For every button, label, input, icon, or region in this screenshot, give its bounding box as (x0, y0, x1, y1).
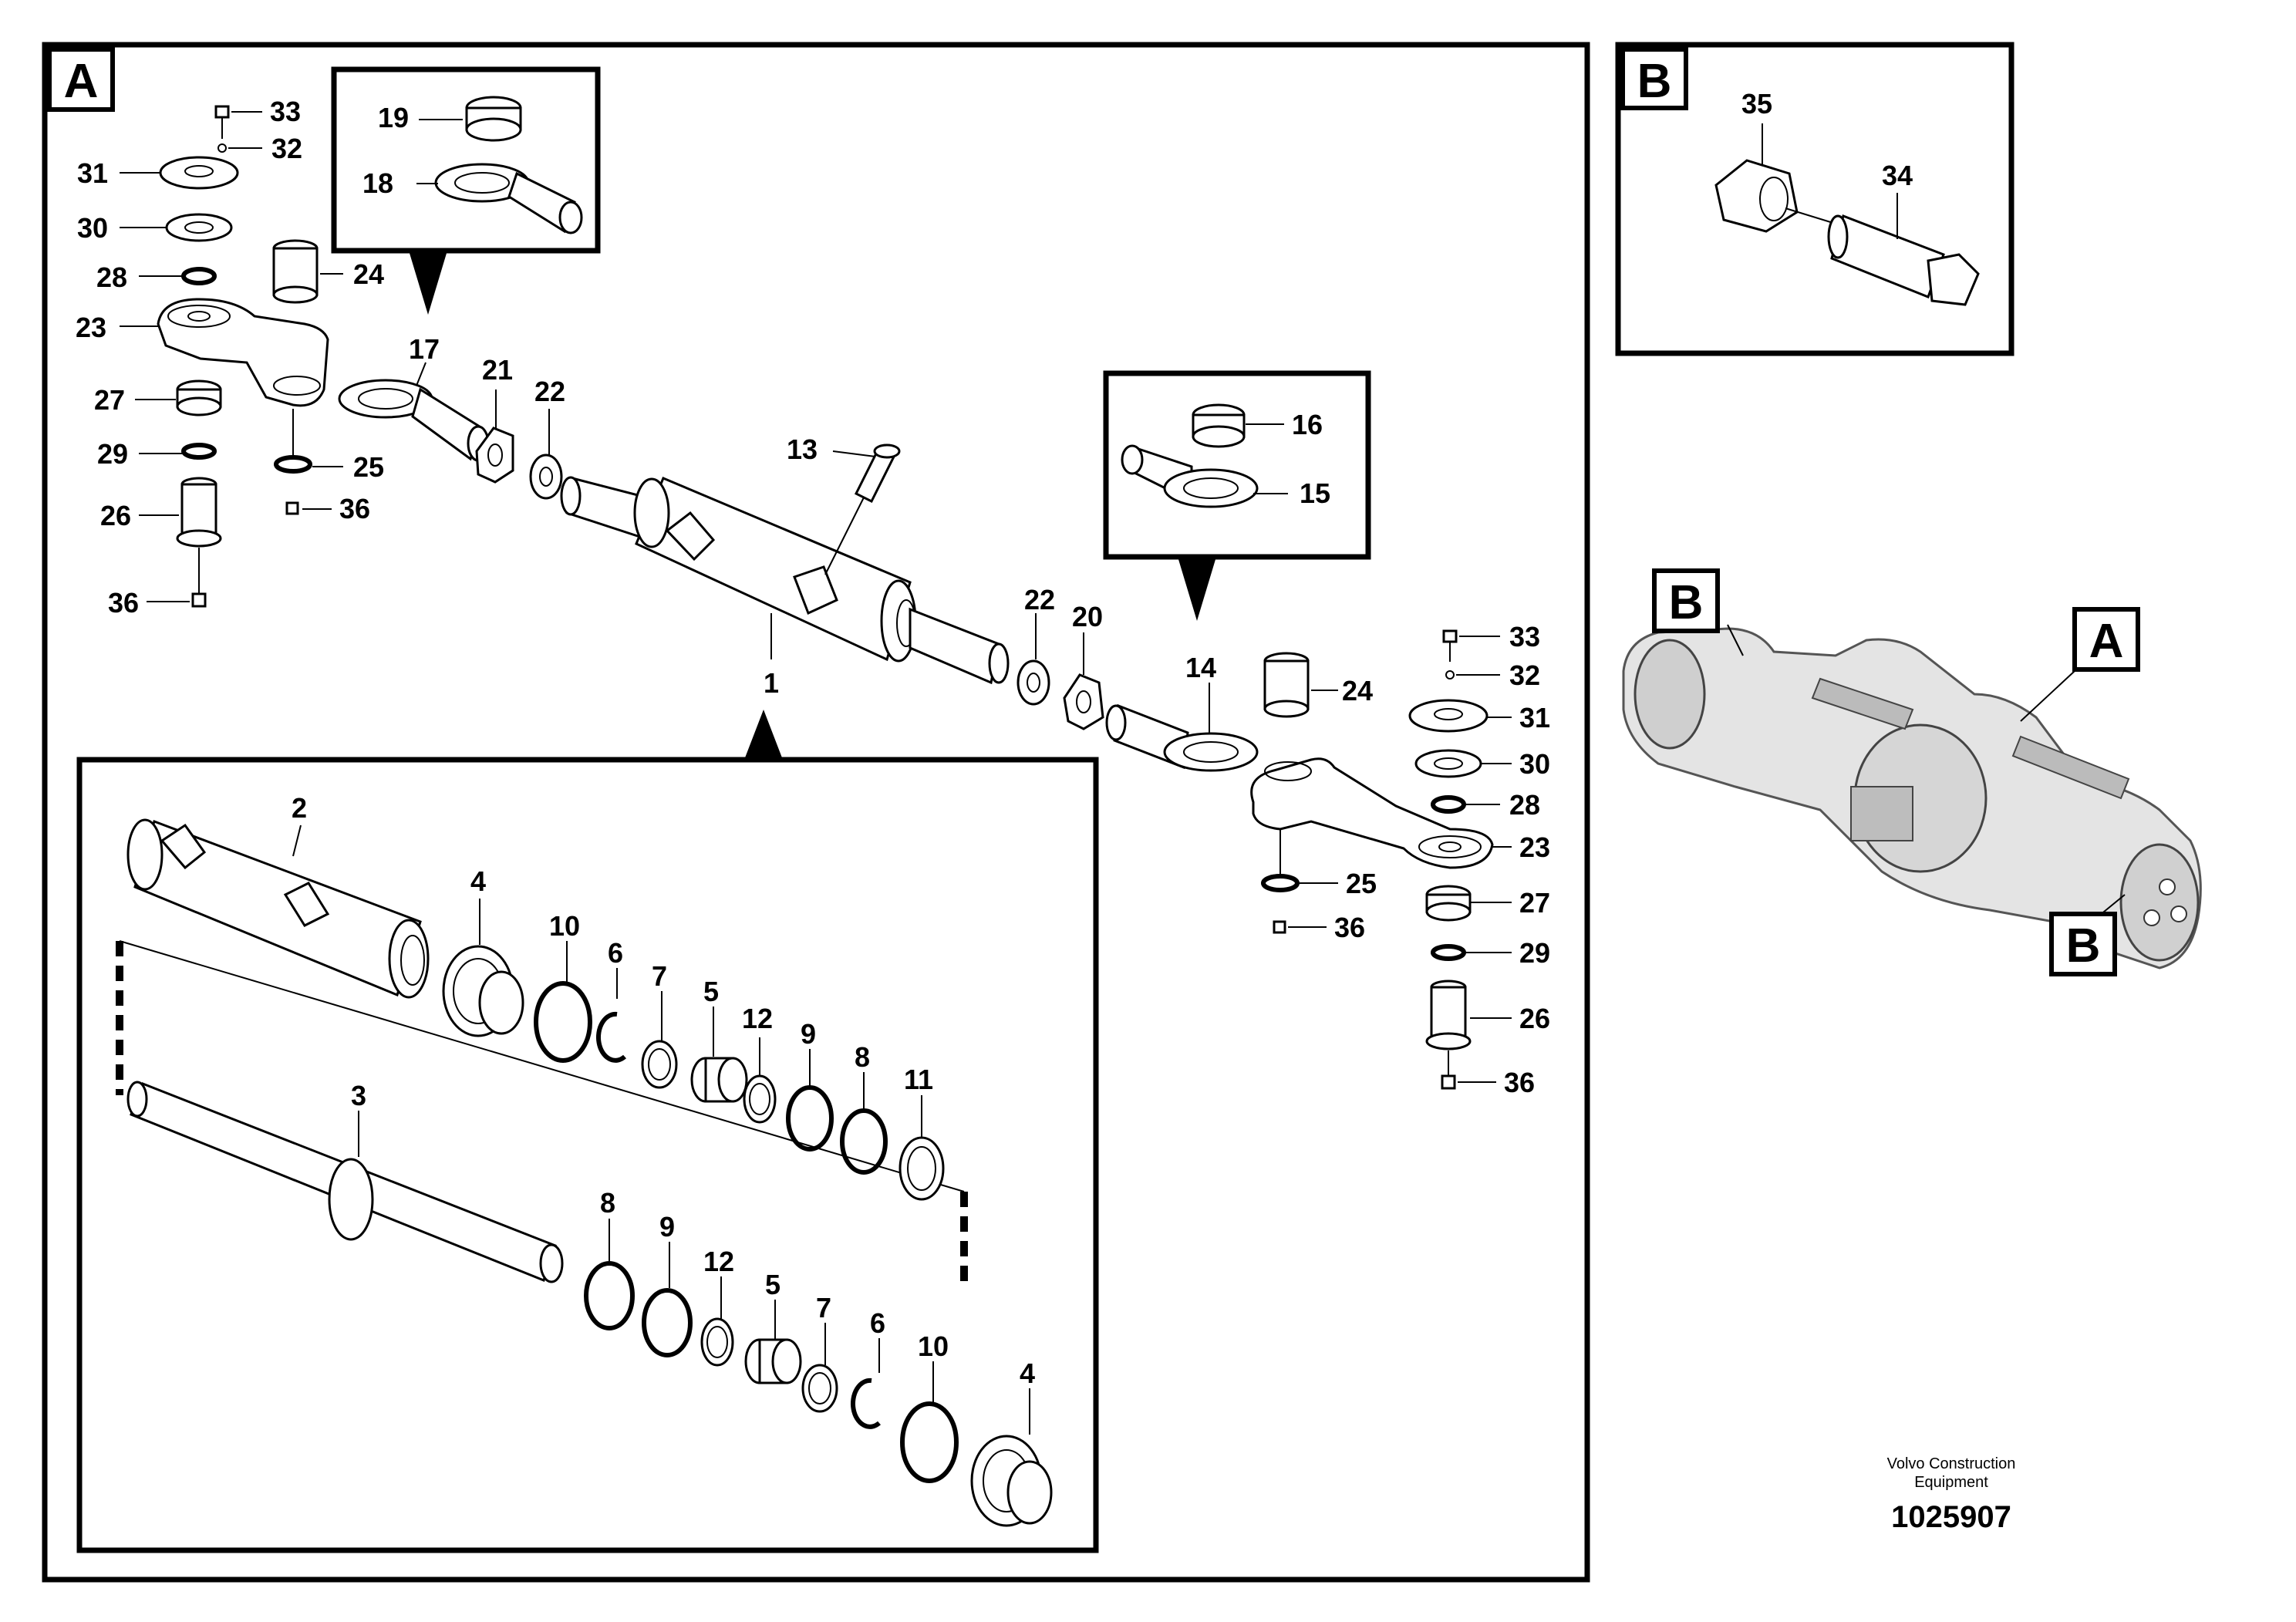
label-25-left: 25 (353, 451, 384, 483)
label-6-top: 6 (608, 937, 623, 969)
label-36-right-b: 36 (1334, 912, 1365, 943)
label-5-top: 5 (703, 976, 719, 1007)
label-10-top: 10 (549, 910, 580, 942)
label-33-right: 33 (1509, 621, 1540, 653)
label-1: 1 (764, 667, 779, 699)
label-22-left: 22 (534, 376, 565, 407)
label-10-bottom: 10 (918, 1330, 949, 1362)
label-20: 20 (1072, 601, 1103, 632)
label-31-left: 31 (77, 157, 108, 189)
label-8-top: 8 (855, 1041, 870, 1073)
label-32-right: 32 (1509, 659, 1540, 691)
label-28-left: 28 (96, 261, 127, 293)
label-36-left-a: 36 (108, 587, 139, 619)
label-19: 19 (378, 102, 409, 133)
label-23-left: 23 (76, 312, 106, 343)
inset-rod-end-left (331, 66, 601, 315)
label-12-top: 12 (742, 1003, 773, 1034)
label-14: 14 (1185, 652, 1216, 683)
axle-callout-b-bottom-text: B (2066, 919, 2101, 973)
label-24-left: 24 (353, 258, 384, 290)
label-21: 21 (482, 354, 513, 386)
label-27-right: 27 (1519, 887, 1550, 919)
axle-overview (1622, 624, 2202, 969)
label-17: 17 (409, 333, 440, 365)
view-b-badge: B (1620, 47, 1688, 110)
company-name-line1: Volvo Construction (1887, 1455, 2016, 1472)
view-b-frame (1615, 42, 2014, 356)
label-12-bottom: 12 (703, 1246, 734, 1277)
label-30-left: 30 (77, 212, 108, 244)
axle-callout-a: A (2072, 607, 2140, 672)
axle-callout-b-top: B (1652, 568, 1720, 633)
label-24-right: 24 (1342, 675, 1373, 706)
label-6-bottom: 6 (870, 1307, 885, 1339)
label-15: 15 (1300, 477, 1330, 509)
view-a-badge-text: A (64, 55, 99, 108)
label-34: 34 (1882, 160, 1913, 191)
label-4-bottom: 4 (1020, 1357, 1035, 1389)
label-5-bottom: 5 (765, 1269, 781, 1300)
label-23-right: 23 (1519, 831, 1550, 863)
label-36-right-a: 36 (1504, 1067, 1535, 1098)
inset-rod-end-right (1103, 370, 1371, 621)
label-25-right: 25 (1346, 868, 1377, 899)
label-9-top: 9 (801, 1018, 816, 1050)
label-30-right: 30 (1519, 748, 1550, 780)
left-rod-end-assembly (338, 362, 563, 500)
label-4-top: 4 (470, 865, 486, 897)
label-32-left: 32 (271, 133, 302, 164)
view-b-badge-text: B (1637, 55, 1672, 108)
label-11: 11 (904, 1064, 933, 1095)
axle-callout-a-text: A (2089, 615, 2124, 668)
view-a-badge: A (47, 47, 115, 112)
label-16: 16 (1292, 409, 1323, 440)
company-name-line2: Equipment (1914, 1474, 1988, 1491)
label-26-right: 26 (1519, 1003, 1550, 1034)
label-29-left: 29 (97, 438, 128, 470)
label-22-right: 22 (1024, 584, 1055, 615)
label-29-right: 29 (1519, 937, 1550, 969)
axle-callout-b-top-text: B (1669, 576, 1704, 629)
label-36-left-b: 36 (339, 493, 370, 524)
steering-cylinder (560, 443, 1010, 685)
label-26-left: 26 (100, 500, 131, 531)
right-steering-arm-stack (1250, 629, 1512, 1090)
label-7-top: 7 (652, 960, 667, 992)
drawing-number: 1025907 (1891, 1500, 2011, 1534)
left-steering-arm-stack (120, 105, 343, 608)
label-13: 13 (787, 433, 818, 465)
right-rod-end-assembly (1017, 613, 1259, 772)
label-35: 35 (1741, 88, 1772, 120)
axle-callout-b-bottom: B (2049, 912, 2117, 976)
view-a-frame (42, 42, 1590, 1583)
label-8-bottom: 8 (600, 1187, 615, 1219)
cylinder-exploded-inset (76, 710, 1099, 1553)
label-3: 3 (351, 1080, 366, 1111)
label-18: 18 (362, 167, 393, 199)
label-27-left: 27 (94, 384, 125, 416)
label-9-bottom: 9 (659, 1211, 675, 1243)
label-33-left: 33 (270, 96, 301, 127)
label-31-right: 31 (1519, 702, 1550, 733)
label-28-right: 28 (1509, 789, 1540, 821)
label-7-bottom: 7 (816, 1292, 831, 1324)
label-2: 2 (292, 792, 307, 824)
view-b-parts (1714, 123, 1980, 306)
